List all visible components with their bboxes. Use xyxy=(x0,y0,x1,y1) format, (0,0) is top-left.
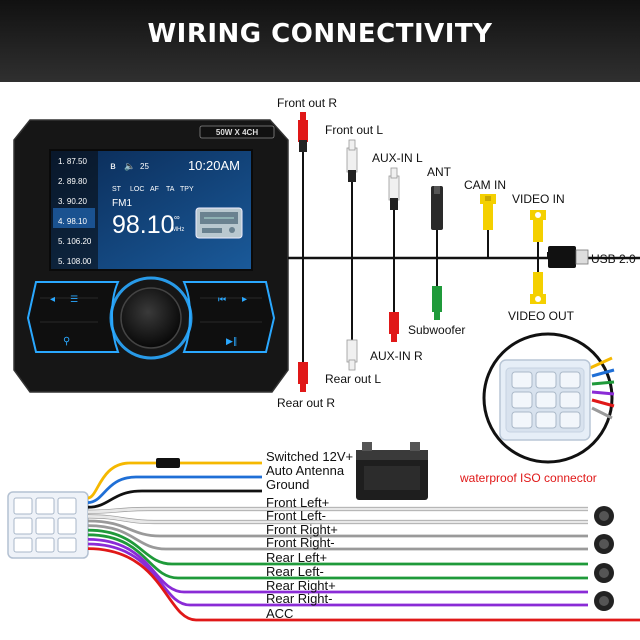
preset-item[interactable]: 3. 90.20 xyxy=(58,197,87,206)
rds-flag: TPY xyxy=(180,186,194,193)
power-badge: 50W X 4CH xyxy=(216,128,258,137)
wire-label: Front Left+ xyxy=(266,495,329,510)
next-button[interactable]: ▸ xyxy=(242,294,247,305)
rds-flag: LOC xyxy=(130,186,144,193)
preset-list: 1. 87.50 2. 89.80 3. 90.20 4. 98.10 5. 106.2… xyxy=(58,157,92,266)
wire-label: Rear Right+ xyxy=(266,578,336,593)
preset-item[interactable]: 1. 87.50 xyxy=(58,157,87,166)
iso-caption: waterproof ISO connector xyxy=(459,471,597,485)
wire xyxy=(87,538,588,594)
rds-flags: ST LOC AF TA TPY xyxy=(112,186,194,193)
selected-preset-highlight xyxy=(53,208,95,228)
wire-label: Auto Antenna xyxy=(266,463,345,478)
page-title: WIRING CONNECTIVITY xyxy=(147,19,493,49)
wire xyxy=(87,547,640,622)
clock: 10:20AM xyxy=(188,158,240,173)
label-front-out-r: Front out R xyxy=(277,96,337,110)
wire xyxy=(87,475,262,504)
wire xyxy=(87,507,588,514)
wire xyxy=(87,533,588,580)
battery-icon xyxy=(356,442,428,500)
wire xyxy=(87,519,588,538)
wire-label: Rear Right- xyxy=(266,591,332,606)
rca-connectors xyxy=(298,112,589,268)
label-rear-out-l: Rear out L xyxy=(325,372,381,386)
frequency-unit: MHz xyxy=(172,227,184,233)
bluetooth-icon: ʙ xyxy=(110,161,116,172)
label-ant: ANT xyxy=(427,165,452,179)
radio-icon xyxy=(195,207,243,239)
iso-connector-closeup xyxy=(482,332,615,464)
band: FM1 xyxy=(112,198,132,209)
rca-connectors-bottom xyxy=(298,258,546,392)
menu-button[interactable]: ☰ xyxy=(70,295,78,305)
wire xyxy=(87,489,262,509)
frequency: 98.10 xyxy=(112,211,175,239)
fuse-icon xyxy=(156,458,180,468)
label-aux-in-l: AUX-IN L xyxy=(372,151,423,165)
wire-label: ACC xyxy=(266,606,293,621)
label-cam-in: CAM IN xyxy=(464,178,506,192)
label-aux-in-r: AUX-IN R xyxy=(370,349,423,363)
prev-track-button[interactable]: ⏮ xyxy=(218,295,226,305)
iso-plug xyxy=(7,491,89,559)
wire xyxy=(87,542,588,607)
preset-item[interactable]: 4. 98.10 xyxy=(58,217,87,226)
label-front-out-l: Front out L xyxy=(325,123,383,137)
label-video-in: VIDEO IN xyxy=(512,192,565,206)
wire-label: Front Right+ xyxy=(266,522,338,537)
wire-label: Switched 12V+ xyxy=(266,449,353,464)
rds-flag: TA xyxy=(166,186,175,193)
wire-label: Front Right- xyxy=(266,535,335,550)
volume-knob[interactable] xyxy=(120,287,182,349)
rds-flag: ST xyxy=(112,186,122,193)
wire-label: Front Left- xyxy=(266,508,326,523)
preset-item[interactable]: 5. 106.20 xyxy=(58,237,92,246)
label-rear-out-r: Rear out R xyxy=(277,396,335,410)
search-button[interactable]: ⚲ xyxy=(63,336,70,347)
wire-label: Rear Left- xyxy=(266,564,324,579)
label-usb: USB 2.0 xyxy=(591,252,636,266)
play-pause-button[interactable]: ▶‖ xyxy=(226,337,237,347)
volume-level: 25 xyxy=(140,162,149,171)
wire-label: Ground xyxy=(266,477,309,492)
label-video-out: VIDEO OUT xyxy=(508,309,575,323)
rds-flag: AF xyxy=(150,186,159,193)
preset-item[interactable]: 5. 108.00 xyxy=(58,257,92,266)
speakers xyxy=(594,506,614,611)
speaker-icon: 🔈 xyxy=(124,162,135,172)
preset-item[interactable]: 2. 89.80 xyxy=(58,177,87,186)
label-subwoofer: Subwoofer xyxy=(408,323,465,337)
knob-led-ring xyxy=(109,276,193,360)
prev-band-button[interactable]: ◂ xyxy=(50,294,55,305)
wire xyxy=(87,515,588,524)
stereo-icon: ∞ xyxy=(174,213,180,222)
wire xyxy=(87,528,588,566)
wire xyxy=(87,524,588,551)
wire-label: Rear Left+ xyxy=(266,550,327,565)
wire xyxy=(87,461,262,500)
stereo-unit: 50W X 4CH 1. 87.50 2. 89.80 3. 90.20 4. 98.… xyxy=(13,119,289,393)
